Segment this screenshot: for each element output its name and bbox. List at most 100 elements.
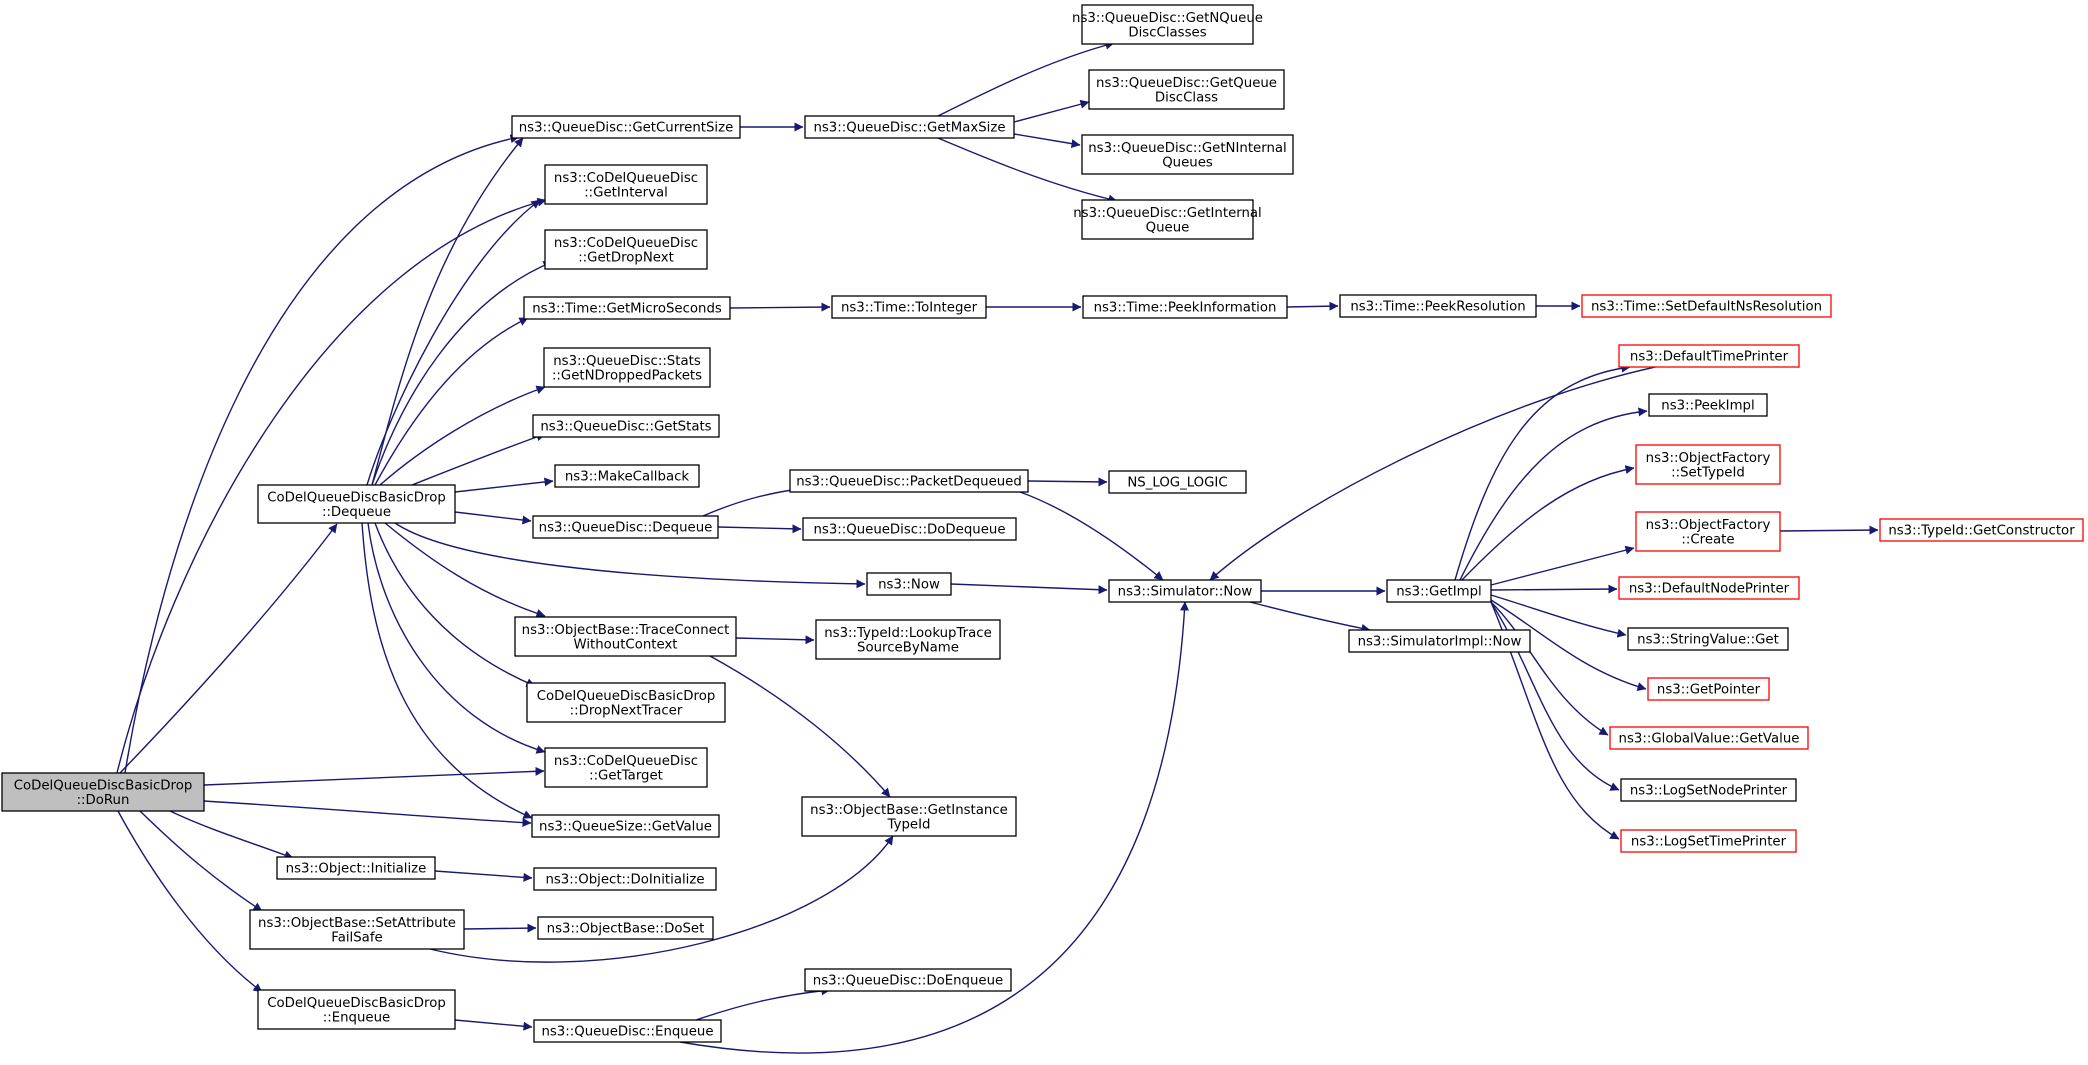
node-objinit[interactable]: ns3::Object::Initialize (276, 856, 436, 880)
node-label: ::DropNextTracer (570, 703, 683, 718)
node-box (1081, 134, 1294, 175)
edge-getimpl-to-ofcreate (1490, 545, 1635, 586)
node-box (789, 469, 1029, 493)
edge-getimpl-to-deftimeprinter (1454, 363, 1631, 581)
node-getcurrentsize[interactable]: ns3::QueueDisc::GetCurrentSize (511, 115, 741, 139)
node-peekres[interactable]: ns3::Time::PeekResolution (1339, 294, 1537, 318)
node-label: ns3::ObjectBase::GetInstance (810, 803, 1008, 818)
node-makecallback[interactable]: ns3::MakeCallback (554, 464, 700, 488)
node-qsgetvalue[interactable]: ns3::QueueSize::GetValue (531, 814, 720, 838)
node-getinterval[interactable]: ns3::CoDelQueueDisc::GetInterval (544, 164, 708, 205)
node-qddequeue[interactable]: ns3::QueueDisc::Dequeue (532, 515, 719, 539)
node-dropnexttracer[interactable]: CoDelQueueDiscBasicDrop::DropNextTracer (526, 682, 726, 723)
node-label: ::GetInterval (584, 185, 668, 200)
node-box (801, 796, 1017, 837)
edge-dorun-to-gettarget (203, 766, 545, 786)
node-box (1627, 627, 1789, 651)
node-dorun[interactable]: CoDelQueueDiscBasicDrop::DoRun (1, 772, 205, 812)
node-label: ns3::ObjectBase::TraceConnect (522, 623, 730, 638)
node-peekinfo[interactable]: ns3::Time::PeekInformation (1082, 295, 1288, 319)
node-dequeue[interactable]: CoDelQueueDiscBasicDrop::Dequeue (257, 484, 456, 524)
node-getndropped[interactable]: ns3::QueueDisc::Stats::GetNDroppedPacket… (543, 347, 711, 388)
node-getmaxsize[interactable]: ns3::QueueDisc::GetMaxSize (804, 115, 1015, 139)
edge-getimpl-to-getpointer (1490, 599, 1647, 691)
node-logsetnode[interactable]: ns3::LogSetNodePrinter (1620, 778, 1797, 802)
node-tracewc[interactable]: ns3::ObjectBase::TraceConnectWithoutCont… (514, 616, 737, 657)
node-label: WithoutContext (573, 637, 677, 652)
node-box (1339, 294, 1537, 318)
node-doset[interactable]: ns3::ObjectBase::DoSet (537, 916, 714, 940)
node-box (511, 115, 741, 139)
node-label: ns3::DefaultNodePrinter (1629, 582, 1790, 597)
node-enqueue[interactable]: CoDelQueueDiscBasicDrop::Enqueue (257, 989, 456, 1030)
edge-dequeue-to-getdropnext (371, 261, 553, 486)
node-now[interactable]: ns3::Now (866, 572, 952, 596)
node-label: ns3::ObjectBase::DoSet (547, 922, 705, 937)
node-label: ns3::QueueDisc::GetQueue (1096, 76, 1277, 91)
node-pktdequeued[interactable]: ns3::QueueDisc::PacketDequeued (789, 469, 1029, 493)
edge-tracewc-to-lookuptrace (735, 635, 815, 645)
node-ofsettypeid[interactable]: ns3::ObjectFactory::SetTypeId (1635, 444, 1781, 485)
node-box (523, 296, 731, 320)
node-dodequeue[interactable]: ns3::QueueDisc::DoDequeue (802, 517, 1017, 541)
node-tointeger[interactable]: ns3::Time::ToInteger (831, 295, 987, 319)
node-label: ns3::Object::DoInitialize (545, 873, 704, 888)
node-label: ns3::Now (878, 578, 940, 593)
node-label: ns3::QueueDisc::GetInternal (1073, 206, 1262, 221)
edge-getmaxsize-to-getninternal (1013, 133, 1081, 149)
node-box (514, 616, 737, 657)
edge-dorun-to-qsgetvalue (203, 800, 532, 828)
node-ofcreate[interactable]: ns3::ObjectFactory::Create (1635, 511, 1781, 552)
node-box (1348, 629, 1531, 653)
node-deftimeprinter[interactable]: ns3::DefaultTimePrinter (1618, 344, 1800, 368)
node-box (1647, 677, 1770, 701)
node-label: ns3::Time::GetMicroSeconds (532, 302, 722, 317)
node-box (1082, 295, 1288, 319)
node-logsettime[interactable]: ns3::LogSetTimePrinter (1620, 829, 1797, 853)
node-box (802, 517, 1017, 541)
node-peekimpl[interactable]: ns3::PeekImpl (1648, 393, 1768, 417)
node-getpointer[interactable]: ns3::GetPointer (1647, 677, 1770, 701)
node-label: ns3::QueueDisc::GetNQueue (1072, 11, 1263, 26)
node-box (544, 229, 708, 270)
node-doenqueue[interactable]: ns3::QueueDisc::DoEnqueue (804, 968, 1012, 992)
node-label: SourceByName (857, 640, 959, 655)
node-getmicroseconds[interactable]: ns3::Time::GetMicroSeconds (523, 296, 731, 320)
node-gvgetvalue[interactable]: ns3::GlobalValue::GetValue (1609, 726, 1809, 750)
node-label: ns3::Time::SetDefaultNsResolution (1591, 300, 1822, 315)
edge-objinit-to-doinit (434, 870, 533, 882)
edge-dorun-to-setattrfs (139, 810, 263, 912)
node-label: ns3::QueueDisc::GetNInternal (1088, 141, 1286, 156)
node-doinit[interactable]: ns3::Object::DoInitialize (533, 867, 717, 891)
node-defnodeprinter[interactable]: ns3::DefaultNodePrinter (1618, 576, 1800, 600)
node-box (554, 464, 700, 488)
node-getstats[interactable]: ns3::QueueDisc::GetStats (532, 414, 720, 438)
function-nodes: CoDelQueueDiscBasicDrop::DoRunCoDelQueue… (1, 4, 2084, 1043)
edge-pktdequeued-to-simnow (1019, 491, 1164, 581)
node-setdefres[interactable]: ns3::Time::SetDefaultNsResolution (1581, 294, 1832, 318)
node-getconstructor[interactable]: ns3::TypeId::GetConstructor (1879, 518, 2084, 542)
node-nsloglogic[interactable]: NS_LOG_LOGIC (1108, 470, 1247, 494)
node-label: DiscClass (1155, 90, 1218, 105)
node-simimplnow[interactable]: ns3::SimulatorImpl::Now (1348, 629, 1531, 653)
node-stringvalueget[interactable]: ns3::StringValue::Get (1627, 627, 1789, 651)
node-qdenqueue[interactable]: ns3::QueueDisc::Enqueue (533, 1019, 722, 1043)
edge-dequeue-to-gettarget (367, 522, 546, 754)
node-box (1879, 518, 2084, 542)
node-getimpl[interactable]: ns3::GetImpl (1386, 579, 1492, 603)
node-box (276, 856, 436, 880)
edge-dequeue-to-tracewc (384, 522, 546, 618)
node-label: CoDelQueueDiscBasicDrop (537, 689, 716, 704)
node-label: ns3::QueueDisc::Enqueue (541, 1025, 713, 1040)
node-gettarget[interactable]: ns3::CoDelQueueDisc::GetTarget (544, 747, 708, 788)
node-label: ns3::SimulatorImpl::Now (1358, 635, 1522, 650)
node-getdropnext[interactable]: ns3::CoDelQueueDisc::GetDropNext (544, 229, 708, 270)
node-simnow[interactable]: ns3::Simulator::Now (1108, 579, 1262, 603)
